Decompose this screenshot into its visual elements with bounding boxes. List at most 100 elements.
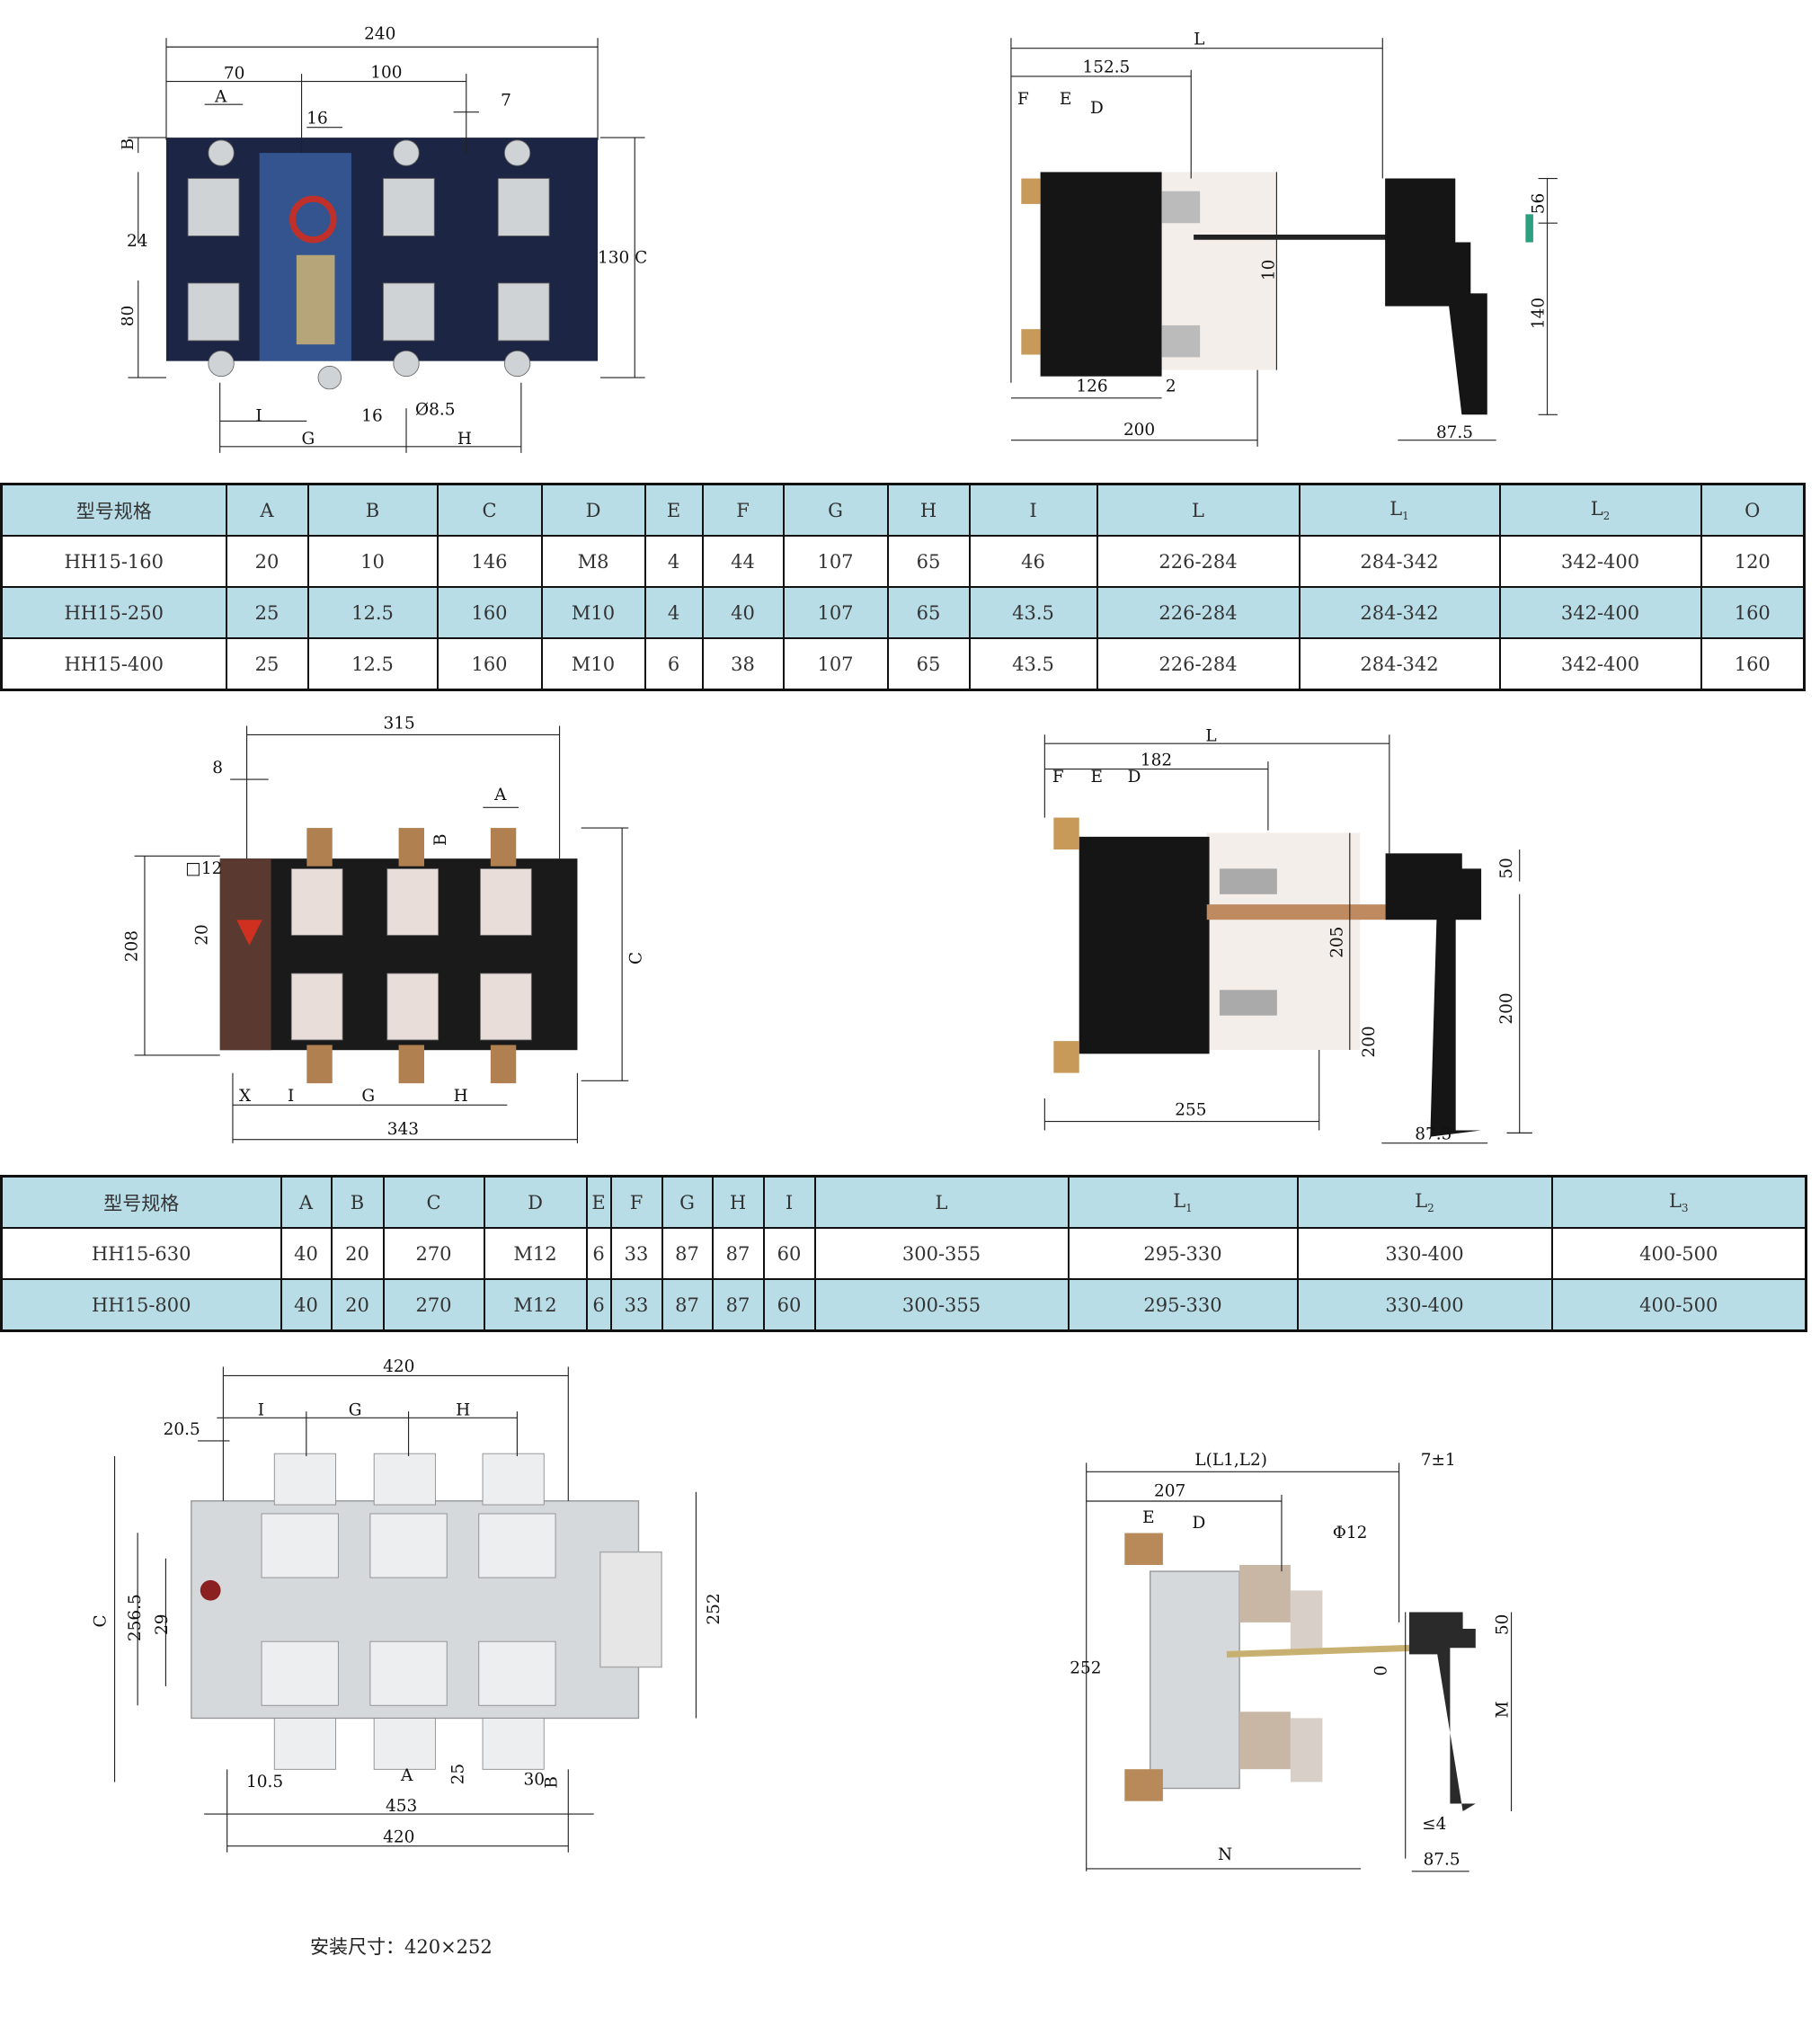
table-cell: 4 bbox=[644, 535, 704, 588]
dim-F: F bbox=[1052, 768, 1064, 787]
dim-le-4: ≤4 bbox=[1422, 1815, 1446, 1834]
table-cell: 400-500 bbox=[1550, 1227, 1807, 1280]
dim-130C: 130 C bbox=[598, 248, 647, 267]
table-cell: 120 bbox=[1700, 535, 1806, 588]
dim-315: 315 bbox=[384, 714, 415, 733]
table-cell: 60 bbox=[762, 1278, 816, 1332]
table-cell: 6 bbox=[644, 637, 704, 691]
table-cell: 43.5 bbox=[968, 637, 1098, 691]
dim-A: A bbox=[400, 1766, 413, 1785]
dim-L-L1-L2: L(L1,L2) bbox=[1194, 1451, 1267, 1470]
dim-10-5: 10.5 bbox=[246, 1773, 283, 1791]
hh15-630-800-front-view: 315 8 A B □12 20 208 C X I G H 343 bbox=[122, 714, 645, 1143]
dim-D: D bbox=[1090, 99, 1104, 118]
hh15-1000-side-view: L(L1,L2) 7±1 207 E D Φ12 252 0 50 M ≤4 N… bbox=[1070, 1451, 1512, 1872]
dim-N: N bbox=[1218, 1845, 1232, 1864]
column-header: L2 bbox=[1296, 1175, 1553, 1229]
table-cell: 65 bbox=[886, 535, 971, 588]
dim-hole: Ø8.5 bbox=[415, 400, 455, 419]
table-cell: 107 bbox=[782, 535, 889, 588]
table-cell: HH15-160 bbox=[0, 535, 227, 588]
dim-C: C bbox=[626, 952, 645, 965]
dim-453: 453 bbox=[386, 1797, 417, 1816]
table-cell: 270 bbox=[382, 1278, 485, 1332]
table-cell: M10 bbox=[540, 586, 646, 639]
dim-D: D bbox=[1128, 768, 1141, 787]
table-cell: 65 bbox=[886, 586, 971, 639]
table-cell: 43.5 bbox=[968, 586, 1098, 639]
table-cell: 226-284 bbox=[1096, 535, 1301, 588]
table-cell: 160 bbox=[1700, 586, 1806, 639]
dim-G: G bbox=[349, 1400, 362, 1419]
column-header: E bbox=[644, 483, 704, 537]
dim-E: E bbox=[1060, 90, 1071, 109]
dim-M: M bbox=[1493, 1701, 1512, 1718]
dim-10: 10 bbox=[1260, 260, 1279, 280]
table-cell: M8 bbox=[540, 535, 646, 588]
column-header: B bbox=[330, 1175, 385, 1229]
dim-87-5: 87.5 bbox=[1436, 423, 1473, 442]
table-cell: 38 bbox=[701, 637, 785, 691]
dim-140: 140 bbox=[1529, 298, 1548, 329]
table-cell: 20 bbox=[330, 1227, 385, 1280]
dim-256-5: 256.5 bbox=[126, 1594, 145, 1641]
table-cell: 400-500 bbox=[1550, 1278, 1807, 1332]
dim-87-5: 87.5 bbox=[1415, 1125, 1452, 1143]
mounting-size-caption: 安装尺寸：420×252 bbox=[310, 1936, 493, 1958]
dim-152-5: 152.5 bbox=[1082, 58, 1130, 77]
dim-I: I bbox=[288, 1087, 294, 1106]
table-cell: M12 bbox=[483, 1227, 588, 1280]
dim-D: D bbox=[1193, 1514, 1206, 1533]
table-cell: 10 bbox=[306, 535, 439, 588]
dim-F: F bbox=[1017, 90, 1029, 109]
table-cell: 46 bbox=[968, 535, 1098, 588]
table-cell: 12.5 bbox=[306, 586, 439, 639]
dim-200-shaft: 200 bbox=[1360, 1026, 1379, 1057]
dim-255: 255 bbox=[1175, 1100, 1206, 1119]
table-cell: 342-400 bbox=[1498, 586, 1702, 639]
column-header: I bbox=[968, 483, 1098, 537]
hh15-160-400-front-view: 240 70 100 A 16 7 B 24 80 130 C I G 16 Ø… bbox=[121, 25, 647, 453]
table-cell: 87 bbox=[661, 1227, 714, 1280]
table-cell: 25 bbox=[225, 586, 309, 639]
dim-G: G bbox=[361, 1087, 375, 1106]
dim-205: 205 bbox=[1327, 927, 1346, 958]
table-cell: 284-342 bbox=[1298, 586, 1501, 639]
dim-50: 50 bbox=[1497, 858, 1516, 878]
hh15-160-400-side-view: L 152.5 F E D 56 140 10 126 2 200 87.5 bbox=[1010, 30, 1558, 447]
dim-8: 8 bbox=[212, 759, 223, 778]
table-cell: HH15-400 bbox=[0, 637, 227, 691]
table-cell: 87 bbox=[711, 1227, 765, 1280]
table-cell: 284-342 bbox=[1298, 535, 1501, 588]
dim-H: H bbox=[456, 1400, 470, 1419]
table-cell: 6 bbox=[585, 1227, 612, 1280]
table-cell: 226-284 bbox=[1096, 586, 1301, 639]
table-cell: 44 bbox=[701, 535, 785, 588]
dim-E: E bbox=[1142, 1508, 1154, 1527]
table-cell: 160 bbox=[436, 637, 543, 691]
dim-square-12: □12 bbox=[185, 859, 222, 878]
column-header: E bbox=[585, 1175, 612, 1229]
dim-B: B bbox=[542, 1776, 561, 1789]
column-header: O bbox=[1700, 483, 1806, 537]
column-header: 型号规格 bbox=[0, 1175, 282, 1229]
dim-200: 200 bbox=[1123, 421, 1155, 440]
table-cell: 330-400 bbox=[1296, 1278, 1553, 1332]
dim-16b: 16 bbox=[361, 406, 382, 425]
column-header: L1 bbox=[1298, 483, 1501, 537]
dim-87-5: 87.5 bbox=[1424, 1851, 1460, 1870]
dim-G: G bbox=[302, 430, 315, 449]
dim-70: 70 bbox=[224, 65, 244, 84]
dim-O: 0 bbox=[1372, 1666, 1390, 1676]
column-header: G bbox=[661, 1175, 714, 1229]
dim-X: X bbox=[239, 1087, 252, 1106]
table-cell: 33 bbox=[609, 1227, 663, 1280]
table-cell: 226-284 bbox=[1096, 637, 1301, 691]
column-header: B bbox=[306, 483, 439, 537]
table-cell: 40 bbox=[280, 1278, 333, 1332]
